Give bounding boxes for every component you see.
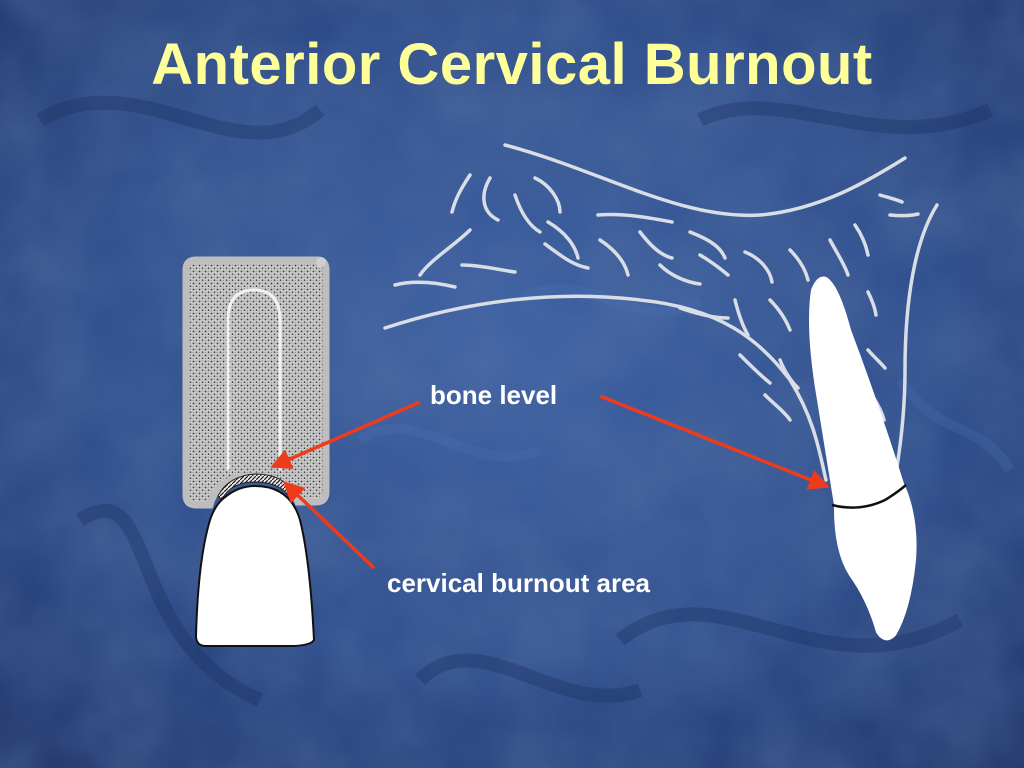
arrow-bone-level-left [270,400,421,469]
annotation-arrows [270,394,830,570]
crown-cross-section [182,256,330,647]
arrow-bone-level-right [599,394,830,490]
arrow-cervical-burnout [282,481,376,570]
crown-corner [316,257,326,267]
tooth-root-right [809,276,907,507]
slide-title: Anterior Cervical Burnout [151,32,873,97]
crown-inner-outline [226,288,282,470]
cej-line [831,484,907,509]
bone-level-label: bone level [430,380,558,410]
tooth-root-left [194,484,316,647]
tooth-profile-right [809,276,917,641]
crown-coping [182,256,330,509]
cervical-burnout-area-label: cervical burnout area [387,568,650,598]
tooth-crown-right [833,486,917,641]
